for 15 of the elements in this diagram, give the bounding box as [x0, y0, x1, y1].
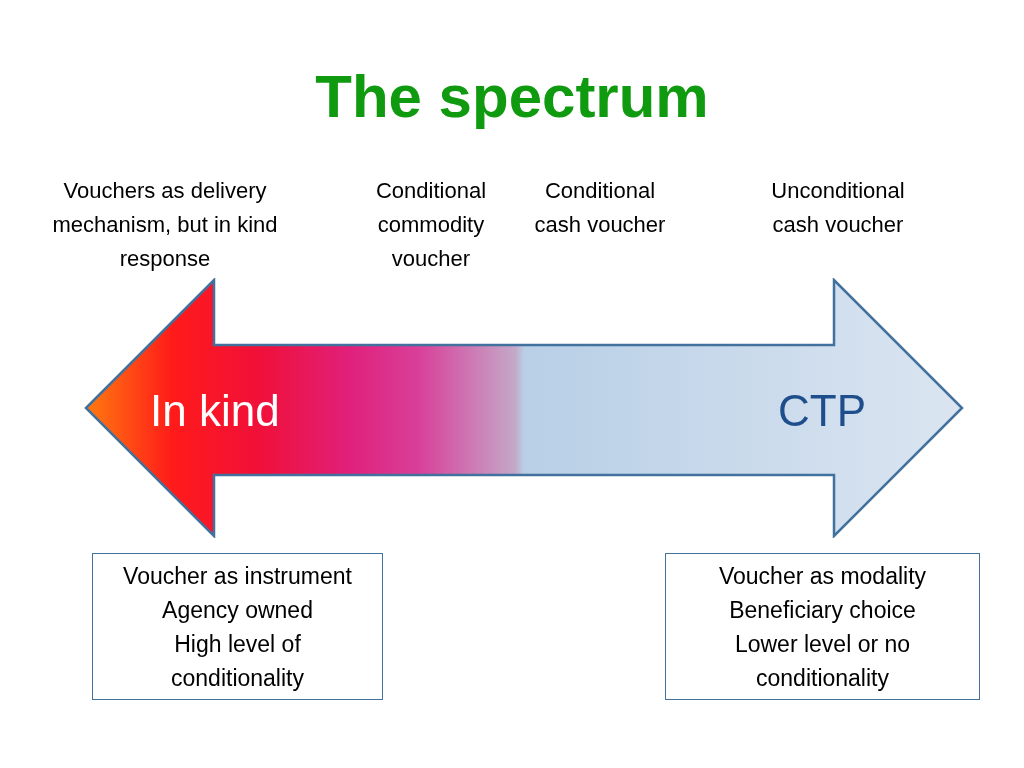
arrow-label: In kind [150, 386, 280, 436]
box-text: Voucher as modality [718, 561, 927, 591]
title: The spectrum [314, 62, 710, 131]
box-text: High level of conditionality [170, 629, 305, 693]
text-box [92, 553, 383, 700]
box-text: Agency owned [162, 595, 313, 625]
arrow-label: CTP [778, 386, 866, 436]
box-text: Beneficiary choice [729, 595, 916, 625]
spectrum-point-label: Conditional cash voucher [533, 177, 667, 239]
spectrum-point-label: Conditional commodity voucher [374, 177, 488, 273]
spectrum-point-label: Vouchers as delivery mechanism, but in kind response [51, 177, 279, 273]
spectrum-point-label: Unconditional cash voucher [770, 177, 906, 239]
text-box [665, 553, 980, 700]
box-text: Lower level or no conditionality [733, 629, 912, 693]
box-text: Voucher as instrument [123, 561, 352, 591]
